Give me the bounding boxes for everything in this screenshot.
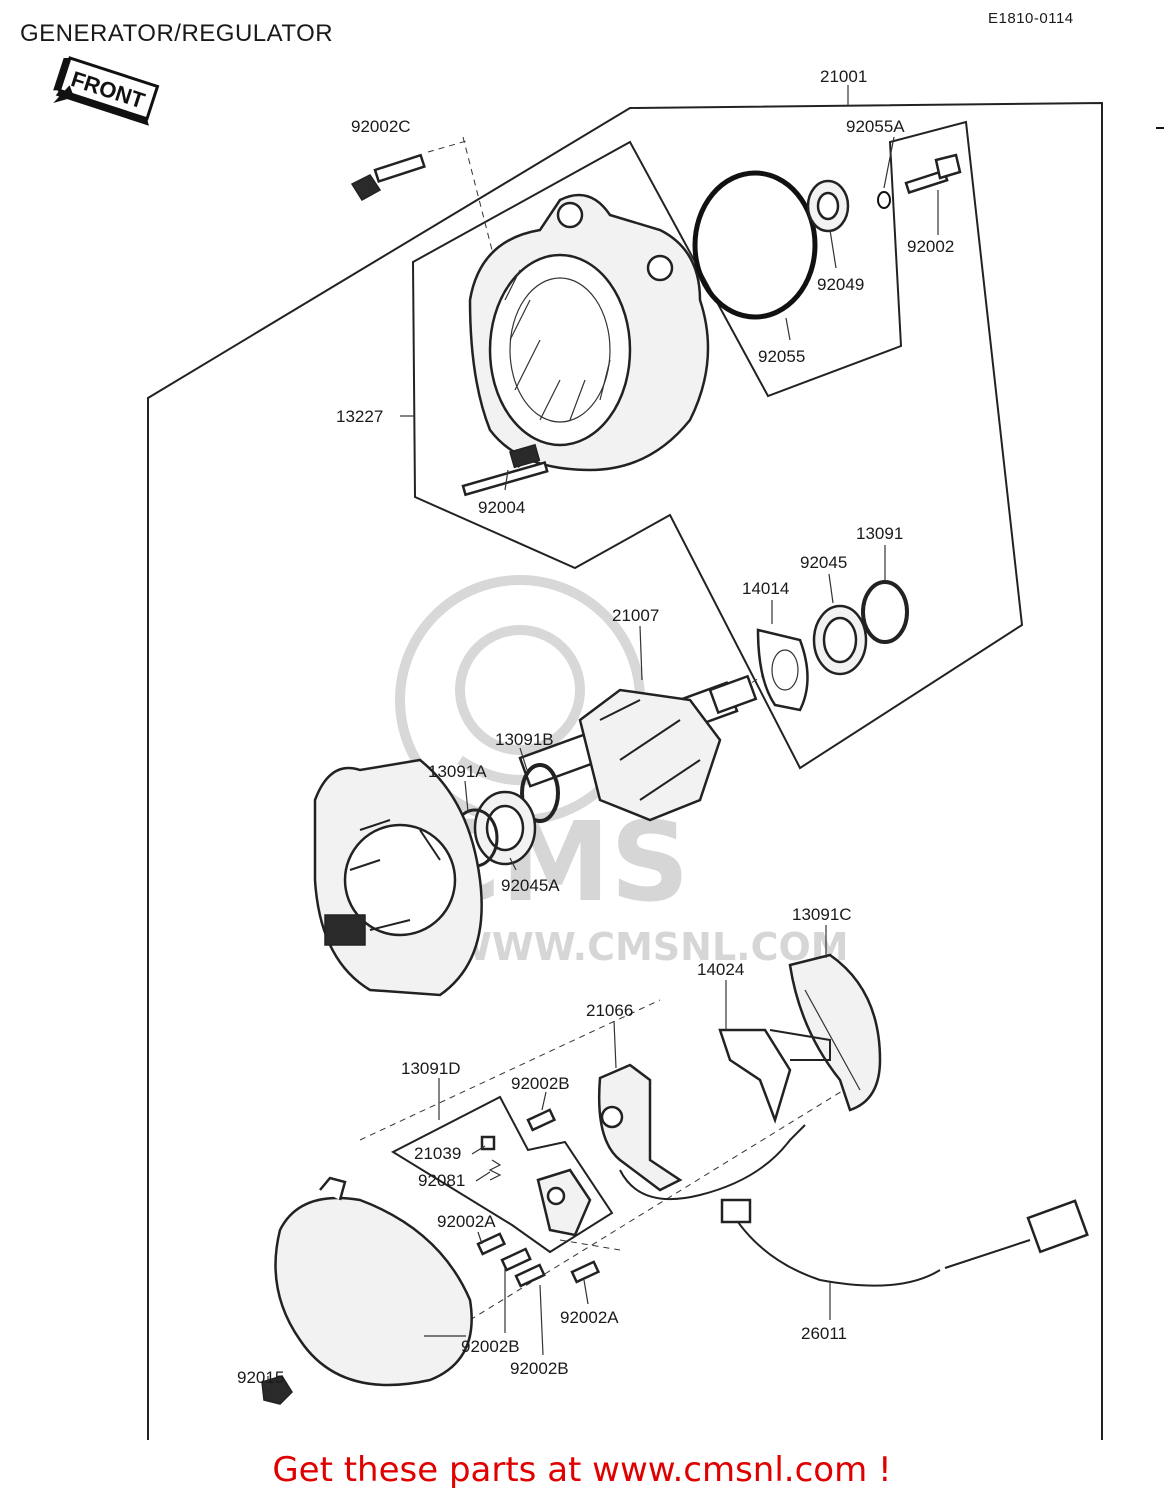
assembly-outline xyxy=(147,101,1103,1440)
end-cover-icon xyxy=(274,1176,473,1387)
part-label-13091c[interactable]: 13091C xyxy=(792,905,852,924)
part-label-92002b-mid[interactable]: 92002B xyxy=(461,1337,520,1356)
housing-group-outline xyxy=(411,120,1024,770)
part-label-92002a-right[interactable]: 92002A xyxy=(560,1308,619,1327)
bearing-92045-icon xyxy=(812,604,868,676)
plate-14014-icon xyxy=(756,628,809,712)
regulator-21066-icon xyxy=(597,1063,683,1192)
ring-13091b-icon xyxy=(520,763,560,823)
diagram-title: GENERATOR/REGULATOR xyxy=(20,20,334,47)
part-label-14024[interactable]: 14024 xyxy=(697,960,744,979)
part-label-21007[interactable]: 21007 xyxy=(612,606,659,625)
part-label-92002b-low[interactable]: 92002B xyxy=(510,1359,569,1378)
part-label-13091b[interactable]: 13091B xyxy=(495,730,554,749)
brush-plate-13091c-icon xyxy=(788,953,882,1112)
screws-92002-icon xyxy=(476,1108,601,1288)
part-label-13227[interactable]: 13227 xyxy=(336,407,383,426)
regulator-subgroup-outline xyxy=(390,1095,614,1254)
leader-lines xyxy=(267,136,939,1386)
bolt-92002-icon xyxy=(904,153,962,195)
bolt-92015-icon xyxy=(261,1375,293,1405)
regulator-small-parts-icon xyxy=(480,1135,592,1237)
part-label-92045[interactable]: 92045 xyxy=(800,553,847,572)
rotor-21007-icon xyxy=(518,674,758,822)
part-label-13091a[interactable]: 13091A xyxy=(428,762,487,781)
o-ring-92055a-icon xyxy=(877,191,891,209)
generator-housing-icon xyxy=(468,193,710,472)
o-ring-92055-icon xyxy=(692,170,818,320)
part-label-92015[interactable]: 92015 xyxy=(237,1368,284,1387)
bolt-92002c-icon xyxy=(350,153,426,202)
diagram-code: E1810-0114 xyxy=(988,10,1074,27)
buy-parts-link[interactable]: Get these parts at www.cmsnl.com ! xyxy=(272,1450,892,1490)
bearing-92045a-icon xyxy=(451,790,537,868)
part-label-92049[interactable]: 92049 xyxy=(817,275,864,294)
part-label-92002[interactable]: 92002 xyxy=(907,237,954,256)
ring-13091-icon xyxy=(861,580,909,644)
part-label-14014[interactable]: 14014 xyxy=(742,579,789,598)
front-arrow-icon: FRONT xyxy=(53,56,160,126)
part-label-13091d[interactable]: 13091D xyxy=(401,1059,461,1078)
part-label-21039[interactable]: 21039 xyxy=(414,1144,461,1163)
brush-holder-14024-icon xyxy=(718,1028,831,1124)
part-label-92045a[interactable]: 92045A xyxy=(501,876,560,895)
part-label-13091[interactable]: 13091 xyxy=(856,524,903,543)
part-label-26011[interactable]: 26011 xyxy=(801,1324,847,1343)
part-label-92081[interactable]: 92081 xyxy=(418,1171,465,1190)
rear-housing-icon xyxy=(313,758,483,997)
part-label-92002a-left[interactable]: 92002A xyxy=(437,1212,496,1231)
oil-seal-92049-icon xyxy=(806,179,850,233)
part-label-92004[interactable]: 92004 xyxy=(478,498,525,517)
wiring-harness-26011-icon xyxy=(619,1124,1089,1287)
part-label-92055a[interactable]: 92055A xyxy=(846,117,905,136)
exploded-view-diagram: CMS WWW.CMSNL.COM FRONT xyxy=(53,56,1164,1440)
part-label-21066[interactable]: 21066 xyxy=(586,1001,633,1020)
part-label-21001[interactable]: 21001 xyxy=(820,67,867,86)
watermark-url: WWW.CMSNL.COM xyxy=(450,925,849,969)
part-label-92002c[interactable]: 92002C xyxy=(351,117,411,136)
part-label-92055[interactable]: 92055 xyxy=(758,347,805,366)
part-label-92002b-top[interactable]: 92002B xyxy=(511,1074,570,1093)
